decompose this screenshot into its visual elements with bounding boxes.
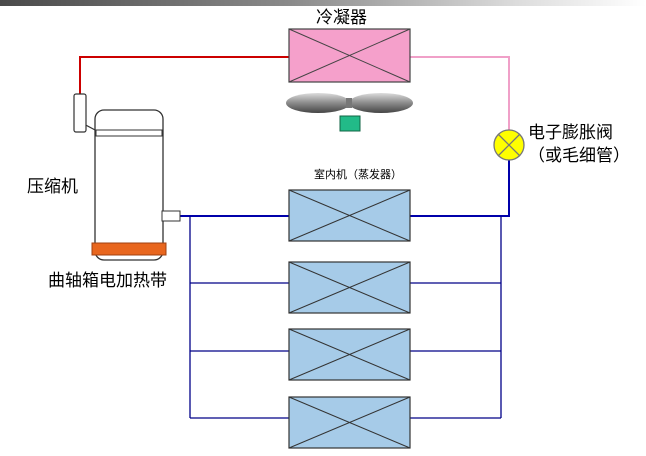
indoor-unit-label: 室内机（蒸发器） [314, 168, 402, 181]
compressor-label: 压缩机 [27, 177, 78, 197]
liquid-line [410, 160, 510, 217]
compressor [73, 93, 181, 261]
expansion-valve-label-line1: 电子膨胀阀 [528, 123, 613, 143]
indoor-unit-3 [288, 328, 411, 381]
crankcase-heater [91, 242, 167, 256]
expansion-valve [493, 129, 525, 161]
right-branches [410, 282, 501, 419]
expansion-valve-label: 电子膨胀阀 （或毛细管） [528, 122, 630, 168]
indoor-unit-2 [288, 261, 411, 314]
crankcase-heater-label: 曲轴箱电加热带 [48, 271, 167, 291]
condenser-label: 冷凝器 [316, 8, 367, 28]
discharge-line [79, 56, 289, 95]
indoor-unit-1 [288, 189, 411, 242]
condenser-outlet-line [410, 56, 510, 130]
indoor-unit-4 [288, 396, 411, 449]
condenser-fan [286, 93, 413, 132]
condenser [288, 28, 411, 83]
expansion-valve-label-line2: （或毛细管） [528, 146, 630, 166]
header-bar [0, 0, 646, 6]
left-manifold [189, 216, 289, 419]
